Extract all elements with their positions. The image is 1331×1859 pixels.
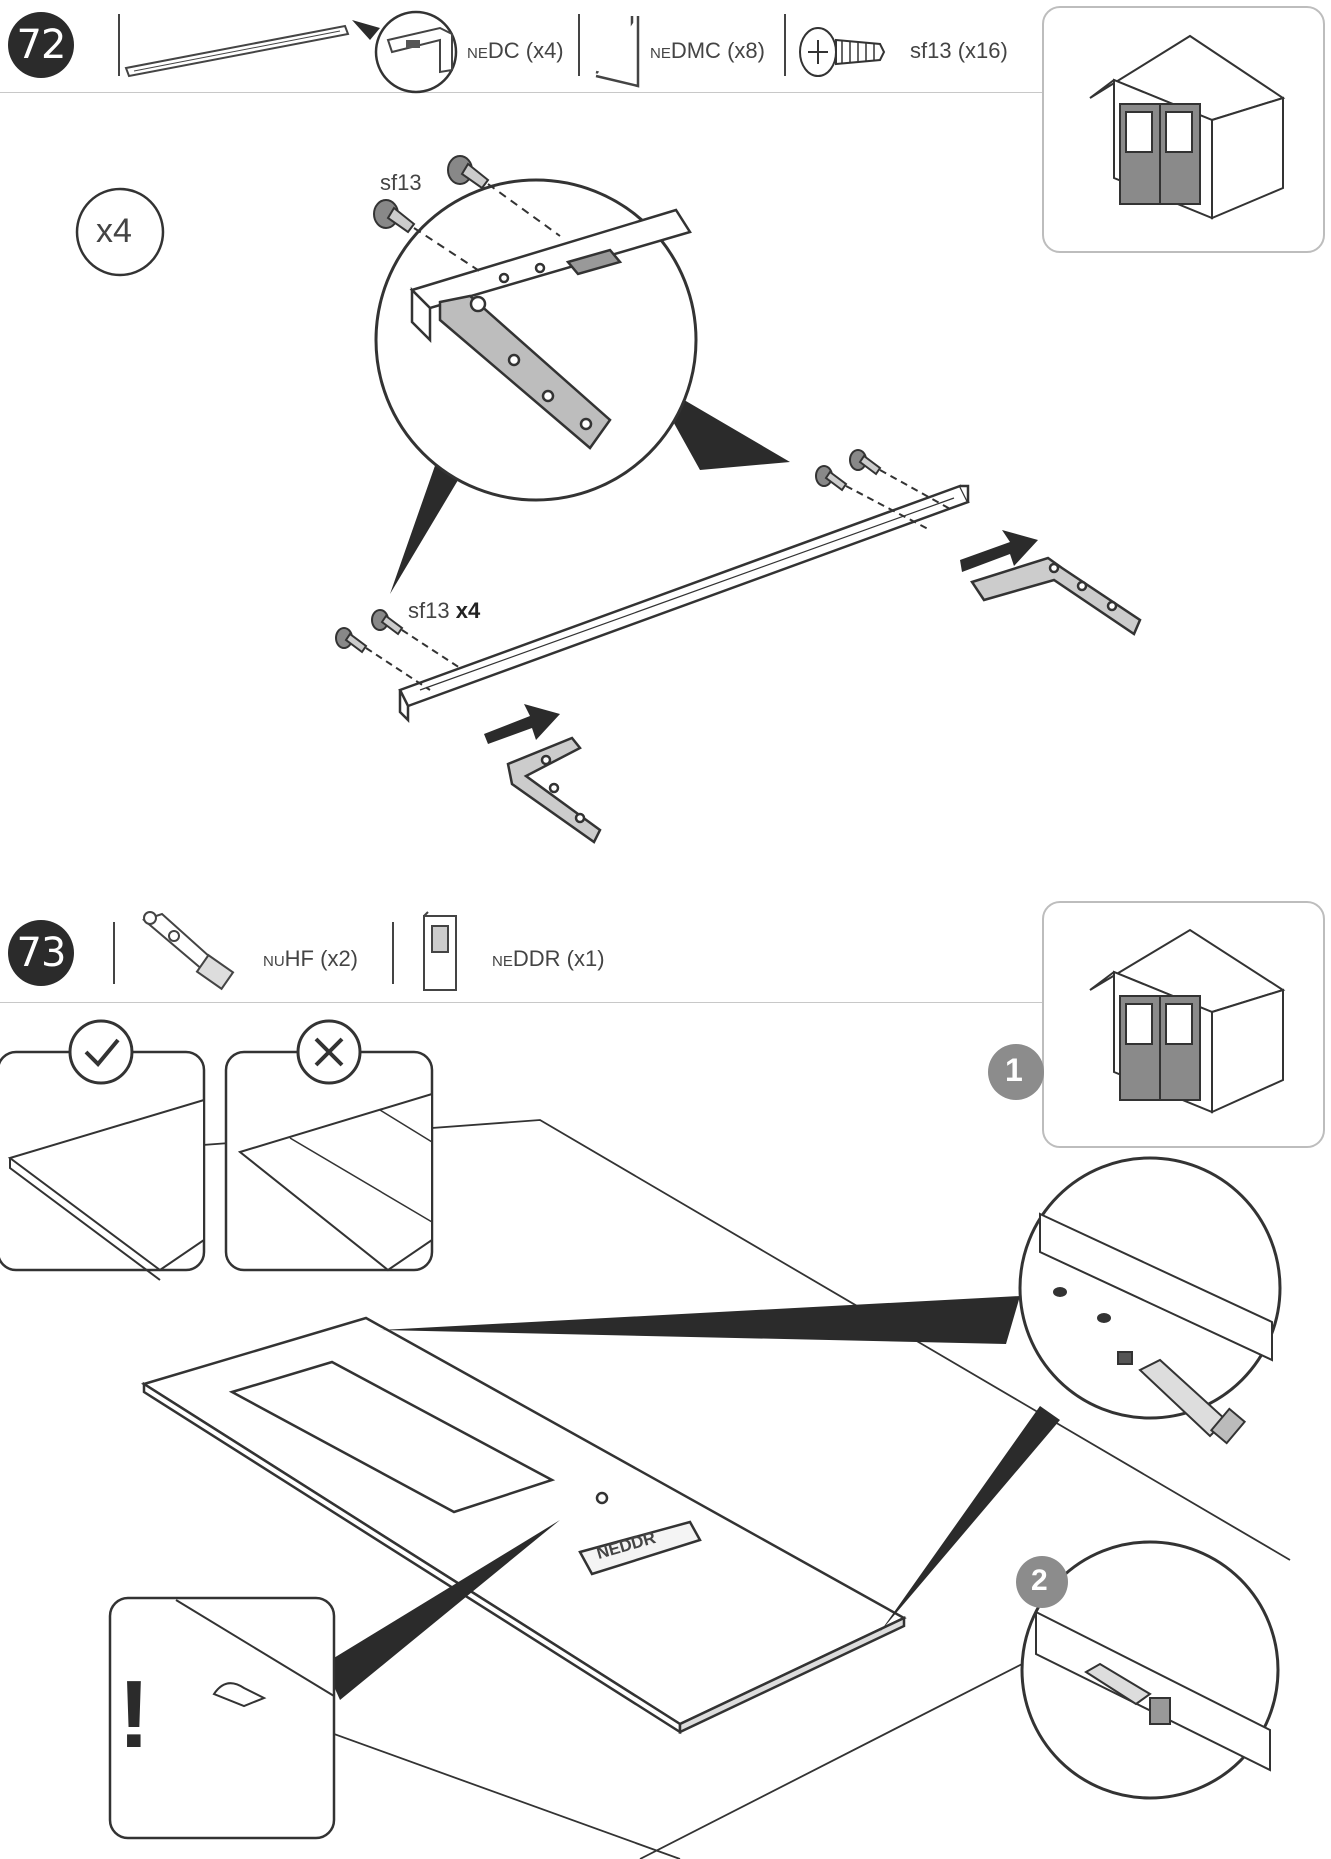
dashed-guides (365, 469, 953, 691)
pointer-wedge (390, 440, 470, 594)
pointer-wedge (380, 1296, 1020, 1344)
step-72-number: 72 (8, 12, 74, 78)
divider (113, 922, 115, 984)
door-panel (141, 1316, 907, 1735)
part-nedmc-label: NEDMC (x8) (650, 38, 765, 63)
angle-bracket-right (970, 556, 1142, 636)
warning-inset (108, 1596, 336, 1840)
correct-example-inset (0, 1019, 206, 1281)
step-73-number: 73 (8, 920, 74, 986)
screw-icon (373, 155, 490, 234)
incorrect-example-inset (224, 1019, 434, 1272)
part-neddr-label: NEDDR (x1) (492, 946, 605, 971)
screw-icon (335, 449, 882, 654)
divider (392, 922, 394, 984)
pointer-wedge (880, 1406, 1060, 1632)
screw-part-icon (799, 27, 886, 77)
checkmark-icon (68, 1019, 134, 1085)
door-panel-part-icon (423, 911, 457, 991)
divider (784, 14, 786, 76)
part-nedc-label: NEDC (x4) (467, 38, 564, 63)
rail-part-icon (124, 24, 350, 78)
callout-2-badge (1016, 1556, 1068, 1608)
angle-bracket-left (506, 736, 602, 844)
pointer-wedge (324, 1520, 560, 1700)
connector-magnifier-icon (352, 10, 458, 94)
screw-callout-bottom: sf13 x4 (408, 598, 481, 623)
warning-icon: ! (118, 1661, 150, 1768)
panel-edge-detail (1039, 1212, 1273, 1445)
shed-icon (1089, 34, 1286, 220)
dashed-guides (413, 183, 561, 275)
step-73-header: 73 NUHF (x2) NEDDR (x1) (0, 906, 1060, 1003)
multiplier-label: x4 (96, 212, 132, 250)
divider (118, 14, 120, 76)
panel-edge-detail-2 (1035, 1610, 1271, 1772)
arrow-icon (960, 530, 1038, 572)
hinge-pin-part-icon (141, 911, 235, 991)
part-nuhf-label: NUHF (x2) (263, 946, 359, 971)
divider (578, 14, 580, 76)
multiplier-badge (75, 187, 165, 277)
angle-bracket-part-icon (595, 16, 640, 88)
step-72-header: 72 NEDC (x4) NEDMC (x8) sf13 (x16) (0, 0, 1060, 93)
rail-drawing (398, 484, 970, 724)
callout-1-number: 1 (1005, 1052, 1023, 1088)
callout-2-number: 2 (1031, 1564, 1048, 1597)
screw-callout-top: sf13 (380, 170, 422, 195)
part-sf13-label: sf13 (x16) (910, 38, 1008, 63)
pointer-wedge (650, 380, 790, 470)
detail-bracket-view (409, 208, 692, 450)
arrow-icon (484, 704, 560, 744)
callout-1-badge (988, 1044, 1044, 1100)
shed-icon (1089, 928, 1286, 1114)
